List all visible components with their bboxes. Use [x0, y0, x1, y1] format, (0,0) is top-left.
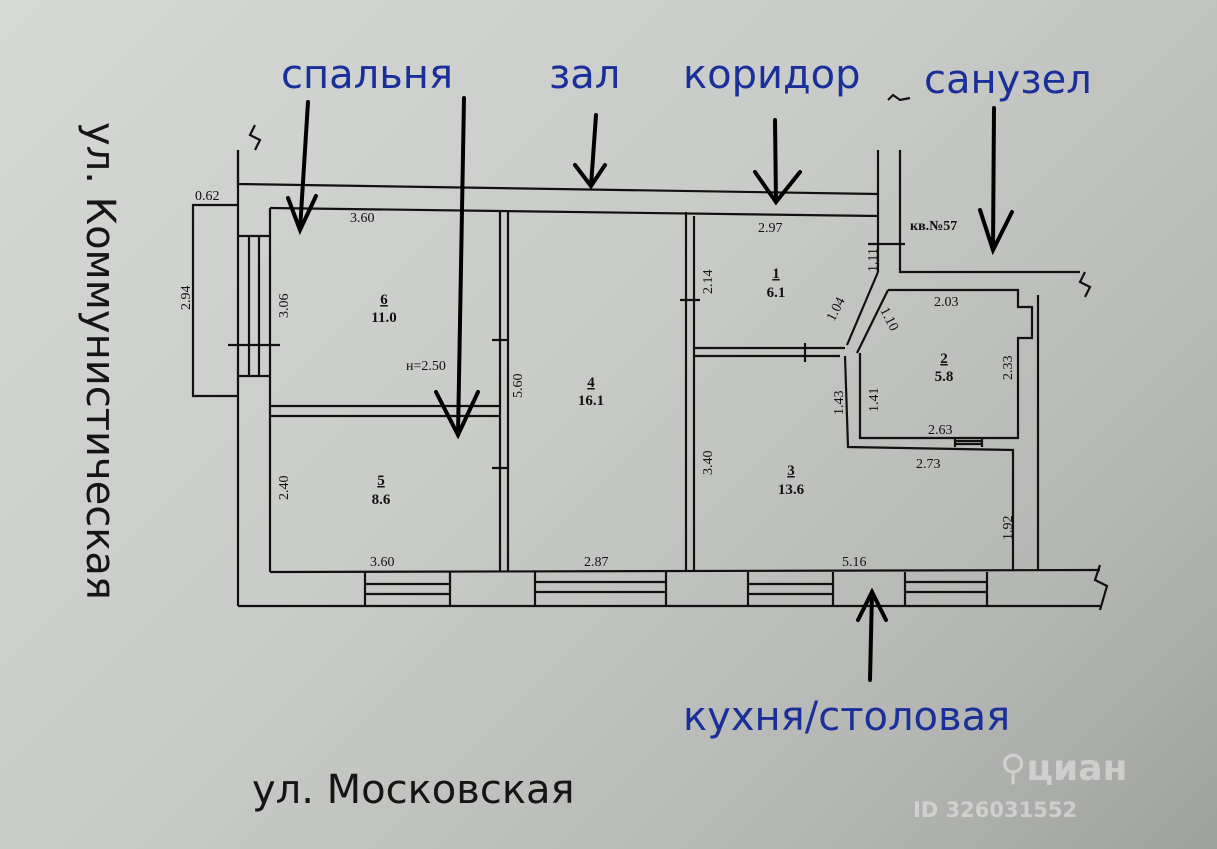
watermark-brand-text: циан	[1026, 748, 1128, 789]
dim-room1-width: 2.97	[758, 221, 783, 236]
watermark-id: ID 326031552	[913, 798, 1078, 822]
window-room3-b	[903, 572, 989, 606]
wall-room6-room5	[270, 404, 500, 418]
room2-door	[953, 438, 984, 447]
walls	[191, 93, 1109, 611]
dim-balcony-width: 0.62	[195, 189, 220, 204]
dim-room6-depth: 3.06	[277, 294, 292, 319]
dim-corridor-wall: 1.11	[866, 248, 881, 272]
room4-area: 16.1	[578, 393, 604, 409]
dim-room4-width: 2.87	[584, 555, 609, 570]
room3-notch	[843, 355, 1015, 570]
apartment-label: кв.№57	[910, 219, 957, 234]
window-room3-a	[746, 572, 835, 606]
dim-room2-depth: 2.33	[1001, 356, 1016, 381]
room5-area: 8.6	[372, 492, 391, 508]
watermark-logo-icon: ⚲	[1000, 748, 1027, 789]
window-room4	[533, 572, 668, 606]
room5-number: 5	[377, 473, 385, 489]
break-mark-top-left	[248, 124, 262, 151]
door-ticks-room4	[492, 338, 508, 470]
window-left	[238, 234, 270, 378]
street-bottom: ул. Московская	[252, 767, 575, 813]
dim-room2-width-bottom: 2.63	[928, 423, 953, 438]
wall-top-outer	[236, 150, 879, 196]
dim-diag-b: 1.10	[876, 305, 900, 334]
arrow-kitchen	[856, 587, 888, 682]
room2-walls	[858, 288, 1034, 440]
room1-number: 1	[772, 266, 780, 282]
break-mark-right-top	[1078, 271, 1092, 298]
room2-number: 2	[940, 351, 948, 367]
room6-number: 6	[380, 292, 388, 308]
window-room5	[363, 572, 452, 606]
dim-room6-width: 3.60	[350, 211, 375, 226]
ceiling-height: н=2.50	[406, 359, 446, 374]
break-mark-right-bottom	[1093, 564, 1109, 611]
arrows	[286, 96, 1014, 682]
label-kitchen: кухня/столовая	[683, 694, 1011, 740]
break-mark-top-right	[887, 93, 911, 102]
room1-area: 6.1	[767, 285, 786, 301]
dim-room3-left-upper: 1.43	[832, 391, 847, 416]
wall-top-inner	[269, 206, 879, 218]
wall-diagonal	[845, 271, 889, 354]
label-hall: зал	[549, 52, 621, 98]
dim-room3-depth: 3.40	[701, 451, 716, 476]
room4-number: 4	[587, 375, 595, 391]
label-bedroom: спальня	[281, 52, 454, 98]
arrow-bedroom-2	[434, 96, 480, 440]
room2-area: 5.8	[935, 369, 954, 385]
dim-balcony-length: 2.94	[179, 286, 194, 311]
wall-corridor-right	[876, 150, 1080, 274]
dim-room1-depth: 2.14	[701, 270, 716, 295]
label-bathroom: санузел	[924, 57, 1092, 103]
wall-room4-left	[498, 210, 510, 572]
wall-room1-bottom	[694, 346, 845, 358]
balcony	[191, 203, 238, 398]
dim-room4-depth: 5.60	[511, 374, 526, 399]
room3-number: 3	[787, 463, 795, 479]
arrow-hall	[573, 113, 607, 190]
dim-room2-width-top: 2.03	[934, 295, 959, 310]
dim-room3-right: 1.92	[1001, 516, 1016, 541]
dim-room5-width: 3.60	[370, 555, 395, 570]
watermark-brand: ⚲циан	[1000, 748, 1127, 789]
arrow-corridor	[753, 118, 802, 206]
dim-room5-depth: 2.40	[277, 476, 292, 501]
wall-room4-right	[684, 212, 696, 572]
room6-area: 11.0	[371, 310, 396, 326]
arrow-bedroom-1	[286, 100, 318, 236]
label-corridor: коридор	[683, 52, 861, 98]
dim-room3-notch-width: 2.73	[916, 457, 941, 472]
room3-area: 13.6	[778, 482, 805, 498]
dim-room2-left: 1.41	[867, 388, 882, 413]
dim-diag-a: 1.04	[824, 295, 848, 324]
dim-room3-width: 5.16	[842, 555, 867, 570]
arrow-bathroom	[978, 106, 1014, 256]
